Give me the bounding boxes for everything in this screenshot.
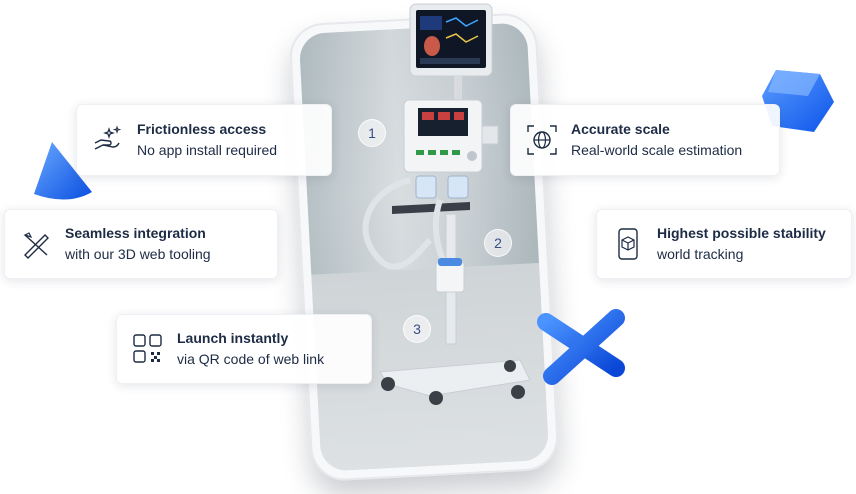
feature-card-accurate-scale: Accurate scale Real-world scale estimati… [510,104,780,176]
card-title: Accurate scale [571,121,670,137]
card-title: Seamless integration [65,225,206,241]
marker-2[interactable]: 2 [484,229,512,257]
globe-scan-icon [527,125,557,155]
blue-x-shape [537,309,625,385]
feature-card-launch-instantly: Launch instantly via QR code of web link [116,314,372,384]
feature-card-frictionless-access: Frictionless access No app install requi… [76,104,332,176]
card-subtitle: No app install required [137,142,278,158]
card-title: Frictionless access [137,121,267,137]
card-subtitle: via QR code of web link [177,351,325,367]
card-subtitle: world tracking [657,246,744,262]
blue-cone-shape [34,142,92,200]
phone-cube-icon [618,228,638,260]
sparkle-hand-icon [94,125,122,150]
card-subtitle: Real-world scale estimation [571,142,743,158]
card-title: Highest possible stability [657,225,826,241]
card-subtitle: with our 3D web tooling [65,246,211,262]
feature-card-seamless-integration: Seamless integration with our 3D web too… [4,209,278,279]
pen-tools-icon [23,232,49,259]
blue-cube-shape [762,70,834,132]
phone-mockup [288,11,560,483]
card-title: Launch instantly [177,330,289,346]
marker-3[interactable]: 3 [403,315,431,343]
qr-code-icon [133,334,162,363]
feature-card-highest-stability: Highest possible stability world trackin… [596,209,852,279]
marker-1[interactable]: 1 [358,119,386,147]
ar-camera-view [298,22,550,472]
